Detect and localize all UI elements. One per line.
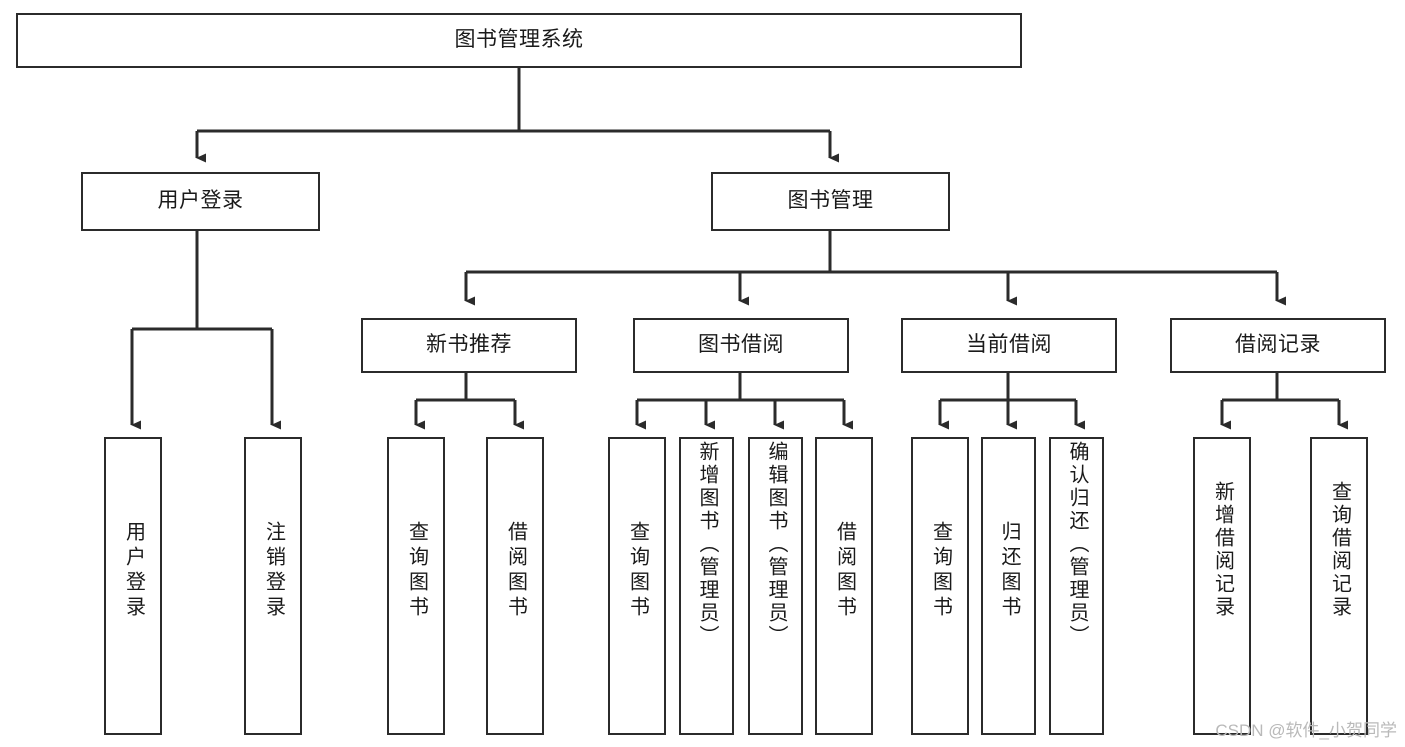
leaf-book-borrow-query-book-label: 查询图书	[626, 521, 649, 621]
node-current-borrow-label: 当前借阅	[966, 333, 1052, 357]
csdn-watermark-text: CSDN @软件_小贺同学	[1215, 721, 1397, 740]
leaf-current-borrow-confirm-return-admin[interactable]: 确认归还（管理员）	[1049, 437, 1104, 735]
leaf-book-borrow-add-book-admin[interactable]: 新增图书（管理员）	[679, 437, 734, 735]
leaf-book-borrow-borrow-book-label: 借阅图书	[833, 521, 856, 621]
node-user-login-label: 用户登录	[157, 189, 244, 213]
leaf-current-borrow-query-book-label: 查询图书	[929, 521, 952, 621]
node-user-login[interactable]: 用户登录	[81, 172, 320, 231]
node-borrow-record-label: 借阅记录	[1235, 333, 1321, 357]
leaf-current-borrow-query-book[interactable]: 查询图书	[911, 437, 969, 735]
leaf-book-borrow-edit-book-admin[interactable]: 编辑图书（管理员）	[748, 437, 803, 735]
leaf-borrow-record-add-record-label: 新增借阅记录	[1211, 481, 1234, 619]
leaf-borrow-record-query-record[interactable]: 查询借阅记录	[1310, 437, 1368, 735]
node-book-management[interactable]: 图书管理	[711, 172, 950, 231]
leaf-user-login-logout[interactable]: 注销登录	[244, 437, 302, 735]
node-root-label: 图书管理系统	[454, 28, 584, 52]
node-new-book-recommend[interactable]: 新书推荐	[361, 318, 577, 373]
leaf-book-borrow-borrow-book[interactable]: 借阅图书	[815, 437, 873, 735]
leaf-current-borrow-return-book-label: 归还图书	[998, 521, 1020, 621]
leaf-current-borrow-return-book[interactable]: 归还图书	[981, 437, 1036, 735]
leaf-book-borrow-add-book-admin-label: 新增图书（管理员）	[696, 441, 718, 648]
node-root-book-management-system[interactable]: 图书管理系统	[16, 13, 1022, 68]
node-book-management-label: 图书管理	[787, 189, 874, 213]
leaf-current-borrow-confirm-return-admin-label: 确认归还（管理员）	[1066, 441, 1088, 648]
leaf-book-borrow-edit-book-admin-label: 编辑图书（管理员）	[765, 441, 787, 648]
leaf-new-book-borrow-book-label: 借阅图书	[504, 521, 527, 621]
node-book-borrow-label: 图书借阅	[698, 333, 784, 357]
leaf-book-borrow-query-book[interactable]: 查询图书	[608, 437, 666, 735]
leaf-new-book-borrow-book[interactable]: 借阅图书	[486, 437, 544, 735]
leaf-borrow-record-add-record[interactable]: 新增借阅记录	[1193, 437, 1251, 735]
leaf-borrow-record-query-record-label: 查询借阅记录	[1328, 481, 1351, 619]
leaf-new-book-query-book[interactable]: 查询图书	[387, 437, 445, 735]
node-new-book-recommend-label: 新书推荐	[426, 333, 512, 357]
node-borrow-record[interactable]: 借阅记录	[1170, 318, 1386, 373]
leaf-user-login-logout-label: 注销登录	[262, 521, 285, 621]
node-current-borrow[interactable]: 当前借阅	[901, 318, 1117, 373]
node-book-borrow[interactable]: 图书借阅	[633, 318, 849, 373]
csdn-watermark: CSDN @软件_小贺同学	[1215, 716, 1397, 741]
leaf-new-book-query-book-label: 查询图书	[405, 521, 428, 621]
leaf-user-login-login-label: 用户登录	[122, 521, 145, 621]
leaf-user-login-login[interactable]: 用户登录	[104, 437, 162, 735]
